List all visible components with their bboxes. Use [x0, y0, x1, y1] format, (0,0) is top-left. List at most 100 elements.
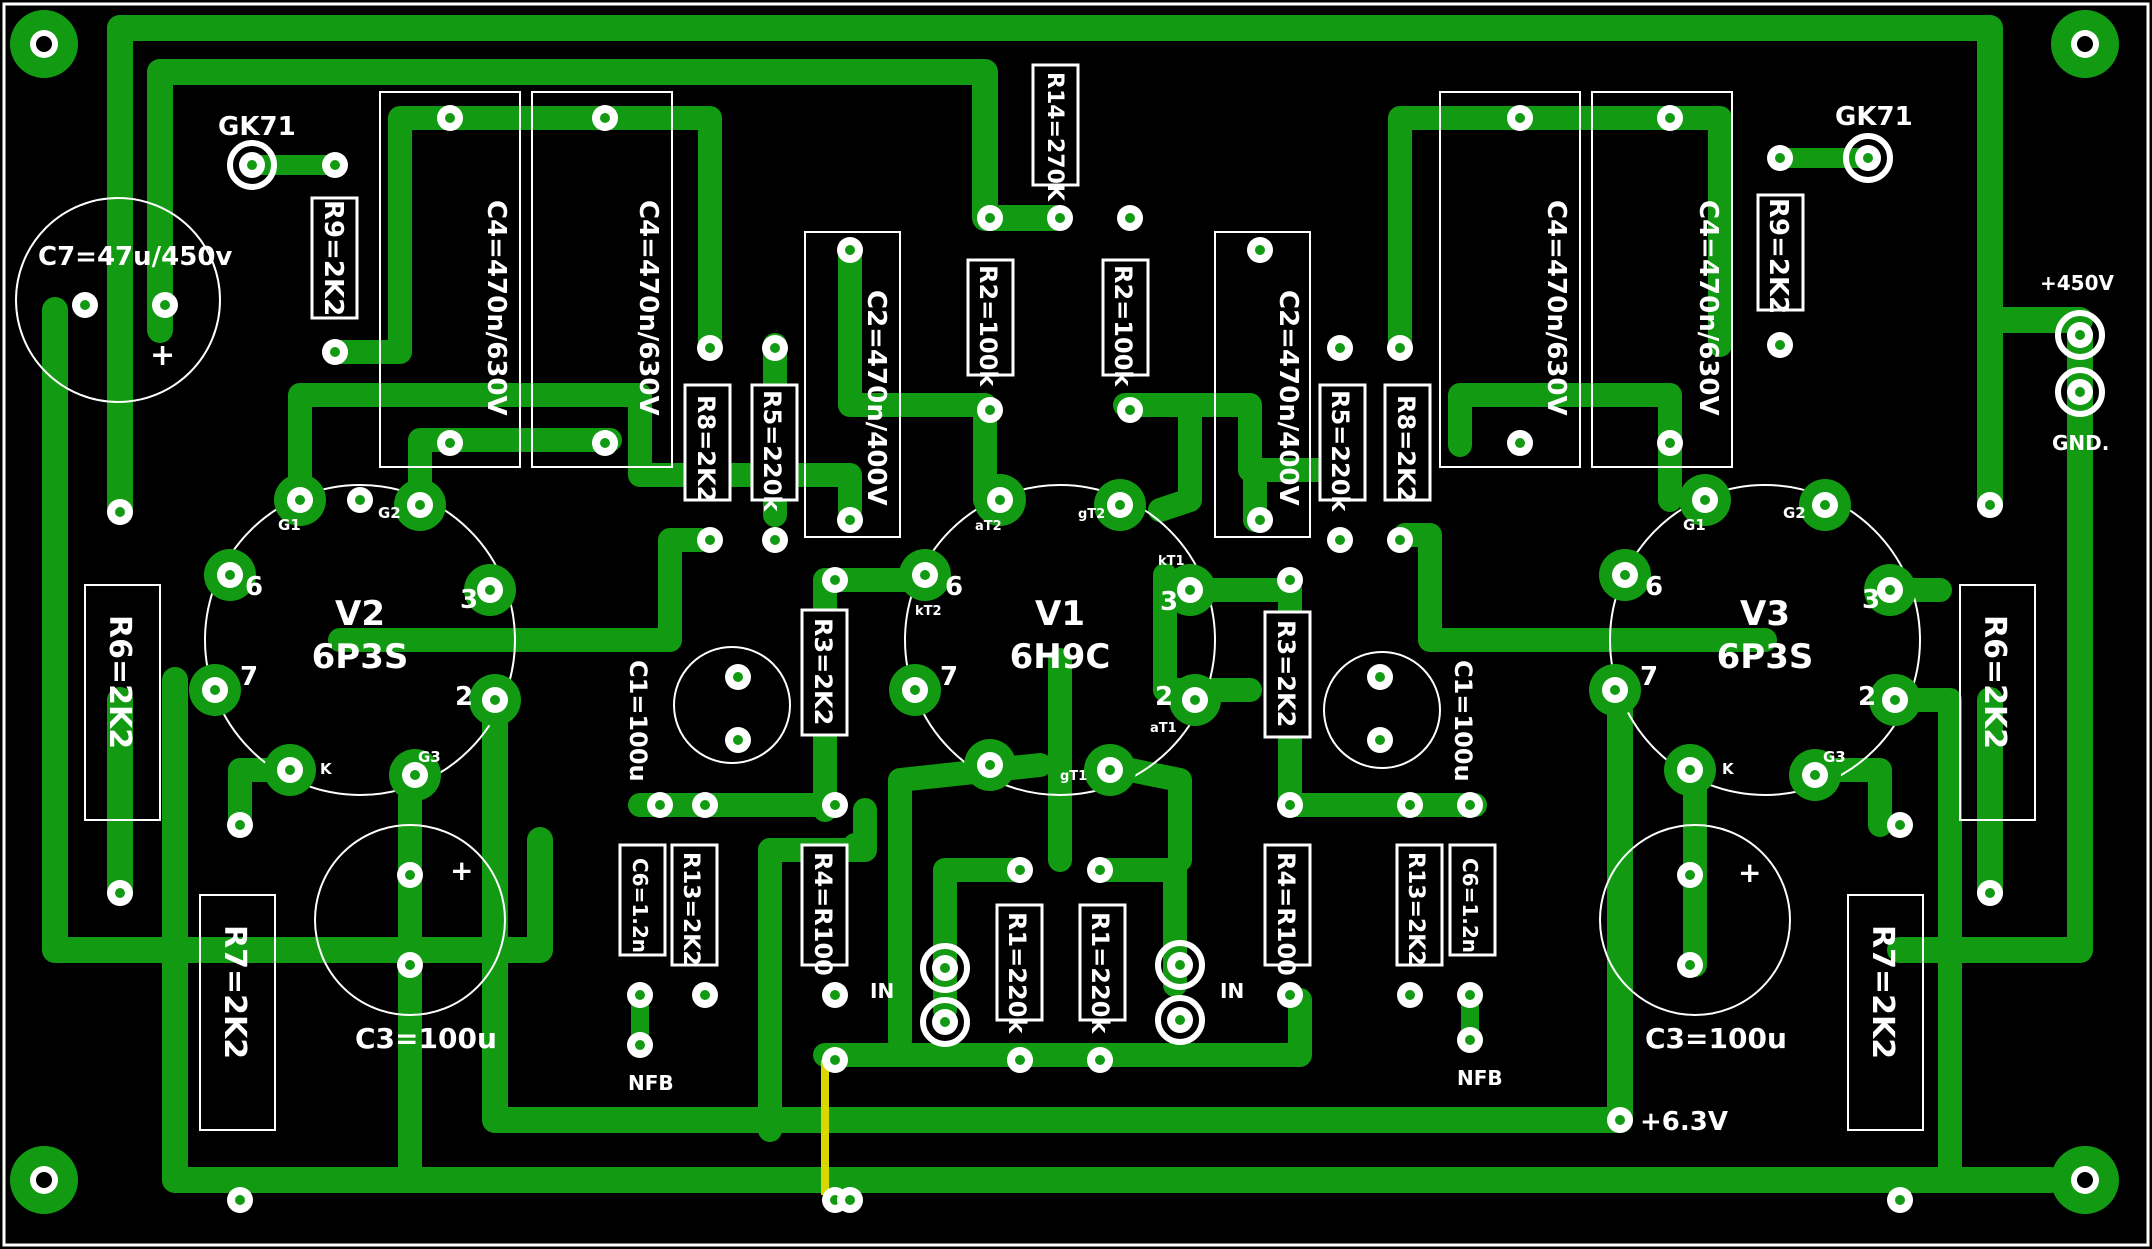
vertical-labels: R9=2K2 R9=2K2 C4=470n/630V C4=470n/630V … — [102, 72, 2012, 1059]
pin-v1-at1: aT1 — [1150, 721, 1177, 736]
label-r8-right: R8=2K2 — [1392, 395, 1420, 502]
pin-v2-6: 6 — [245, 572, 263, 602]
r6-right-outline — [1959, 584, 2036, 821]
label-r9-right: R9=2K2 — [1763, 198, 1793, 314]
label-c4-2: C4=470n/630V — [633, 200, 663, 416]
label-v3-name: V3 — [1740, 594, 1790, 634]
mounting-holes — [10, 10, 2119, 1214]
label-c3-right: C3=100u — [1645, 1022, 1787, 1055]
c4-1-outline — [379, 91, 521, 468]
label-gk71-right: GK71 — [1835, 102, 1913, 132]
c1-left-outline — [673, 646, 791, 764]
trace-v3-a — [1393, 523, 1777, 652]
trace-c4-left — [323, 106, 722, 364]
label-gk71-left: GK71 — [218, 112, 296, 142]
pin-v1-at2: aT2 — [975, 519, 1002, 534]
v3-socket — [1609, 484, 1921, 796]
r6-left-outline — [84, 584, 161, 821]
label-v1-name: V1 — [1035, 594, 1085, 634]
label-in-left: IN — [870, 979, 894, 1003]
trace-c2-right — [1113, 393, 1202, 522]
c2-left-outline — [804, 231, 901, 538]
pin-v2-k: K — [320, 760, 333, 778]
r7-left-outline — [199, 894, 276, 1131]
label-r1-left: R1=220k — [1003, 912, 1031, 1034]
pin-v1-gt1: gT1 — [1060, 769, 1087, 784]
label-r2-left: R2=100k — [974, 265, 1002, 387]
label-c6-right: C6=1.2n — [1458, 858, 1482, 953]
r7-right-outline — [1847, 894, 1924, 1131]
label-c7-plus: + — [150, 338, 175, 373]
label-450v: +450V — [2040, 271, 2115, 295]
pin-v2-3: 3 — [460, 585, 478, 615]
pin-v1-gt2: gT2 — [1078, 507, 1105, 522]
trace-top-bus — [107, 15, 2003, 518]
label-c1-left: C1=100u — [624, 660, 652, 782]
pin-v3-k: K — [1722, 760, 1735, 778]
label-nfb-right: NFB — [1457, 1066, 1503, 1090]
label-gnd: GND. — [2052, 431, 2109, 455]
c7-outline — [15, 197, 221, 403]
label-c3-left-plus: + — [450, 854, 473, 887]
trace-v2-a — [328, 528, 712, 652]
trace-v2-g1 — [288, 383, 862, 522]
label-nfb-left: NFB — [628, 1071, 674, 1095]
label-v2-type: 6P3S — [312, 637, 409, 677]
label-r14: R14=270K — [1042, 72, 1067, 202]
c4-4-outline — [1591, 91, 1733, 468]
label-r4-right: R4=R100 — [1272, 852, 1300, 976]
label-6v3: +6.3V — [1640, 1107, 1728, 1137]
pin-v1-6: 6 — [945, 572, 963, 602]
trace-c2-left — [838, 238, 997, 512]
label-r3-left: R3=2K2 — [809, 618, 837, 725]
trace-v3-2 — [1898, 688, 1962, 1192]
pad-dots — [72, 105, 2093, 1213]
label-c4-4: C4=470n/630V — [1693, 200, 1723, 416]
label-v3-type: 6P3S — [1717, 637, 1814, 677]
pin-v3-2: 2 — [1858, 682, 1876, 712]
v1-socket — [904, 484, 1216, 796]
label-r6-right: R6=2K2 — [1977, 615, 2012, 749]
label-v1-type: 6H9C — [1010, 637, 1111, 677]
trace-r14-bus — [147, 59, 1068, 231]
pin-v2-g3: G3 — [418, 748, 441, 766]
label-c1-right: C1=100u — [1449, 660, 1477, 782]
label-r3-right: R3=2K2 — [1272, 620, 1300, 727]
label-c3-right-plus: + — [1738, 856, 1761, 889]
pin-v3-7: 7 — [1640, 662, 1658, 692]
trace-v1-3 — [1153, 563, 1262, 702]
label-c6-left: C6=1.2n — [628, 858, 652, 953]
pin-v1-7: 7 — [940, 662, 958, 692]
pin-v3-3: 3 — [1862, 585, 1880, 615]
label-c4-1: C4=470n/630V — [481, 200, 511, 416]
label-c7: C7=47u/450v — [38, 242, 232, 272]
label-c2-left: C2=470n/400V — [861, 290, 891, 506]
label-r13-left: R13=2K2 — [678, 852, 703, 966]
trace-filament — [482, 677, 1633, 1133]
pin-v1-3: 3 — [1160, 587, 1178, 617]
trace-bottom-bus — [162, 667, 2063, 1193]
pin-v3-g1: G1 — [1683, 516, 1706, 534]
label-r13-right: R13=2K2 — [1403, 852, 1428, 966]
label-c4-3: C4=470n/630V — [1541, 200, 1571, 416]
label-r1-right: R1=220k — [1086, 912, 1114, 1034]
pin-v3-g2: G2 — [1783, 504, 1806, 522]
trace-r5-right — [1178, 393, 1352, 482]
pin-v2-2: 2 — [455, 682, 473, 712]
label-r6-left: R6=2K2 — [102, 615, 137, 749]
pin-v3-g3: G3 — [1823, 748, 1846, 766]
pin-v1-2: 2 — [1155, 682, 1173, 712]
label-r5-left: R5=220k — [758, 390, 786, 512]
c3-right-outline — [1599, 824, 1791, 1016]
trace-left-gnd — [42, 297, 553, 963]
c1-right-outline — [1323, 651, 1441, 769]
label-r5-right: R5=220k — [1326, 390, 1354, 512]
label-r4-left: R4=R100 — [809, 852, 837, 976]
label-r7-right: R7=2K2 — [1865, 925, 1900, 1059]
v2-socket — [204, 484, 516, 796]
label-r7-left: R7=2K2 — [217, 925, 252, 1059]
pin-v1-kt1: kT1 — [1158, 554, 1185, 569]
pin-v2-g1: G1 — [278, 516, 301, 534]
